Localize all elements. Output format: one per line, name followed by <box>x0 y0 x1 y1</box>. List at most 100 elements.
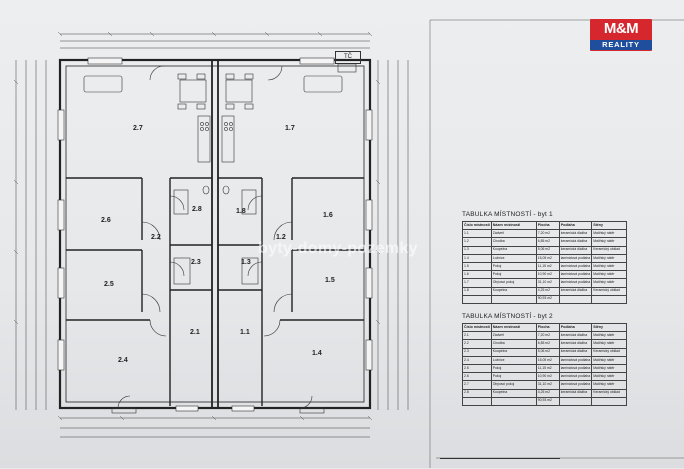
table-cell: 6,85 m2 <box>535 339 560 349</box>
room-table-flat-2: TABULKA MÍSTNOSTÍ - byt 2 Číslo místnost… <box>462 313 628 406</box>
table-cell: laminátová podlaha <box>558 372 593 382</box>
table-cell: 6,85 m2 <box>535 237 560 247</box>
table-total: 90,93 m2 <box>535 396 560 406</box>
room-label-2-3: 2.3 <box>191 259 201 266</box>
logo-subbrand: REALITY <box>590 40 652 50</box>
table-cell: Obývací pokoj <box>490 278 537 288</box>
table-cell: 1.8 <box>462 286 492 296</box>
table-cell: 5,06 m2 <box>535 347 560 357</box>
watermark-text: byty-domy-pozemky <box>258 240 418 257</box>
table-cell: Keramický obklad <box>591 286 628 296</box>
col-header: Stěny <box>591 322 628 333</box>
room-label-1-5: 1.5 <box>325 277 335 284</box>
col-header: Plocha <box>535 322 560 333</box>
table-cell: laminátová podlaha <box>558 253 593 263</box>
table-cell: 4,25 m2 <box>535 388 560 398</box>
table-cell: Keramický obklad <box>591 245 628 255</box>
logo-brand: M&M <box>603 20 639 37</box>
table-cell: keramická dlažba <box>558 339 593 349</box>
table-total-row: 90,93 m2 <box>462 294 628 304</box>
room-label-1-8: 1.8 <box>236 208 246 215</box>
col-header: Název místnosti <box>490 220 537 231</box>
table-cell: Malířský nátěr <box>591 270 628 280</box>
col-header: Podlaha <box>558 322 593 333</box>
table-cell: 7,20 m2 <box>535 229 560 239</box>
table-cell: keramická dlažba <box>558 388 593 398</box>
table-cell: 2.3 <box>462 347 492 357</box>
table-cell: Malířský nátěr <box>591 278 628 288</box>
table-cell: Ložnice <box>490 355 537 365</box>
table-cell: Koupelna <box>490 347 537 357</box>
table-cell: keramická dlažba <box>558 237 593 247</box>
table-cell: laminátová podlaha <box>558 278 593 288</box>
table-cell: 1.3 <box>462 245 492 255</box>
table-cell: 2.4 <box>462 355 492 365</box>
room-label-1-4: 1.4 <box>312 350 322 357</box>
table-cell: 11,15 m2 <box>535 261 560 272</box>
col-header: Podlaha <box>558 220 593 231</box>
table-cell: Pokoj <box>490 261 537 272</box>
table-cell: 4,25 m2 <box>535 286 560 296</box>
table-title: TABULKA MÍSTNOSTÍ - byt 2 <box>462 313 553 320</box>
room-label-1-3: 1.3 <box>241 259 251 266</box>
table-total: 90,93 m2 <box>535 294 560 304</box>
table-cell: keramická dlažba <box>558 245 593 255</box>
heat-pump-label: TČ <box>335 51 361 64</box>
table-total-row: 90,93 m2 <box>462 396 628 406</box>
table-cell: 10,90 m2 <box>535 270 560 280</box>
table-cell: 2.2 <box>462 339 492 349</box>
room-table: Číslo místnosti Název místnosti Plocha P… <box>462 322 628 406</box>
room-label-2-6: 2.6 <box>101 217 111 224</box>
table-cell: laminátová podlaha <box>558 270 593 280</box>
table-cell: Malířský nátěr <box>591 339 628 349</box>
table-cell: 7,20 m2 <box>535 331 560 341</box>
room-label-2-2: 2.2 <box>151 234 161 241</box>
table-cell: 2.6 <box>462 372 492 382</box>
table-cell: Malířský nátěr <box>591 261 628 272</box>
table-cell: Zádveří <box>490 229 537 239</box>
table-cell: laminátová podlaha <box>558 355 593 365</box>
table-cell: Malířský nátěr <box>591 237 628 247</box>
table-cell: Pokoj <box>490 372 537 382</box>
table-cell: 1.2 <box>462 237 492 247</box>
table-cell: Chodba <box>490 237 537 247</box>
table-cell: Pokoj <box>490 270 537 280</box>
table-cell: Malířský nátěr <box>591 363 628 374</box>
table-header-row: Číslo místnosti Název místnosti Plocha P… <box>462 322 628 333</box>
col-header: Číslo místnosti <box>462 220 492 231</box>
table-cell: 1.4 <box>462 253 492 263</box>
room-table-flat-1: TABULKA MÍSTNOSTÍ - byt 1 Číslo místnost… <box>462 211 628 304</box>
mm-reality-logo: M&M REALITY <box>590 19 652 51</box>
table-cell: Malířský nátěr <box>591 229 628 239</box>
table-cell: keramická dlažba <box>558 286 593 296</box>
table-cell: Malířský nátěr <box>591 372 628 382</box>
table-cell: 2.8 <box>462 388 492 398</box>
table-cell: Koupelna <box>490 388 537 398</box>
table-cell: 10,90 m2 <box>535 372 560 382</box>
table-cell: Malířský nátěr <box>591 253 628 263</box>
room-label-1-7: 1.7 <box>285 125 295 132</box>
table-cell: Chodba <box>490 339 537 349</box>
table-header-row: Číslo místnosti Název místnosti Plocha P… <box>462 220 628 231</box>
table-cell: Malířský nátěr <box>591 380 628 390</box>
table-cell: Malířský nátěr <box>591 355 628 365</box>
table-cell: Zádveří <box>490 331 537 341</box>
table-cell: Koupelna <box>490 286 537 296</box>
table-cell: 1.1 <box>462 229 492 239</box>
room-table: Číslo místnosti Název místnosti Plocha P… <box>462 220 628 304</box>
col-header: Číslo místnosti <box>462 322 492 333</box>
table-cell: Obývací pokoj <box>490 380 537 390</box>
